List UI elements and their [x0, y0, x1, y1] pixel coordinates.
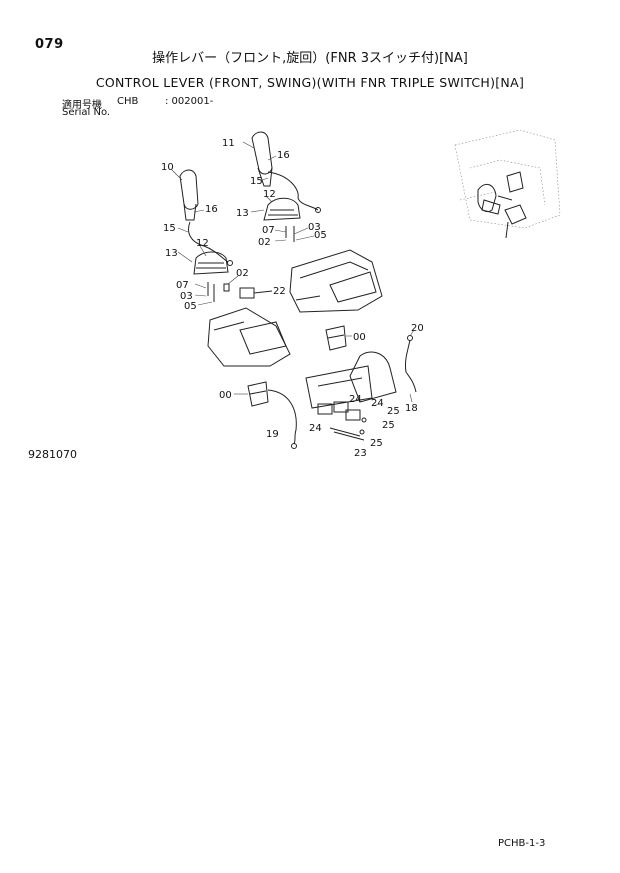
callout-22: 22 — [273, 286, 286, 297]
harness-19 — [267, 389, 297, 445]
callout-labels: 11 16 15 12 13 07 03 05 02 10 16 15 12 1… — [161, 138, 424, 459]
callout-24: 24 — [371, 398, 384, 409]
page-number: 079 — [35, 37, 64, 52]
callout-00: 00 — [353, 332, 366, 343]
callout-15: 15 — [163, 223, 176, 234]
left-lever-harness — [188, 221, 229, 263]
harness-20 — [405, 339, 417, 393]
callout-13: 13 — [236, 208, 249, 219]
serial-range: : 002001- — [165, 96, 214, 107]
right-console — [289, 249, 383, 313]
callout-19: 19 — [266, 429, 279, 440]
callout-03: 03 — [308, 222, 321, 233]
callout-13: 13 — [165, 248, 178, 259]
title-japanese: 操作レバー（フロント,旋回）(FNR 3スイッチ付)[NA] — [152, 51, 468, 66]
callout-07: 07 — [262, 225, 275, 236]
callout-10: 10 — [161, 162, 174, 173]
callout-25: 25 — [370, 438, 383, 449]
callout-23: 23 — [354, 448, 367, 459]
serial-model: CHB — [117, 96, 139, 107]
callout-25: 25 — [387, 406, 400, 417]
page-reference: PCHB-1-3 — [498, 838, 546, 849]
valve-assembly — [317, 401, 367, 441]
title-english: CONTROL LEVER (FRONT, SWING)(WITH FNR TR… — [95, 75, 525, 90]
callout-05: 05 — [314, 230, 327, 241]
callout-02: 02 — [258, 237, 271, 248]
callout-11: 11 — [222, 138, 235, 149]
callout-24: 24 — [349, 394, 362, 405]
callout-18: 18 — [405, 403, 418, 414]
callout-12: 12 — [196, 238, 209, 249]
drawing-number: 9281070 — [28, 448, 77, 461]
callout-05: 05 — [184, 301, 197, 312]
callout-03: 03 — [180, 291, 193, 302]
callout-25: 25 — [382, 420, 395, 431]
right-lever-boot — [263, 197, 301, 221]
switch-block — [239, 287, 255, 299]
left-lever-grip — [179, 169, 199, 221]
bracket — [305, 351, 397, 409]
pilot-valve-left — [247, 381, 269, 407]
left-console — [207, 307, 291, 367]
callout-02: 02 — [236, 268, 249, 279]
callout-16: 16 — [205, 204, 218, 215]
callout-15: 15 — [250, 176, 263, 187]
callout-12: 12 — [263, 189, 276, 200]
callout-20: 20 — [411, 323, 424, 334]
serial-label-english: Serial No. — [62, 107, 111, 118]
inset-lever-parts — [477, 171, 527, 239]
right-lever-harness — [267, 171, 319, 211]
callout-07: 07 — [176, 280, 189, 291]
callout-00: 00 — [219, 390, 232, 401]
left-lever-boot — [193, 251, 229, 275]
callout-16: 16 — [277, 150, 290, 161]
right-lever-grip — [251, 131, 273, 187]
pilot-valve-right — [325, 325, 347, 351]
callout-24: 24 — [309, 423, 322, 434]
serial-label-japanese: 適用号機 — [62, 100, 102, 111]
